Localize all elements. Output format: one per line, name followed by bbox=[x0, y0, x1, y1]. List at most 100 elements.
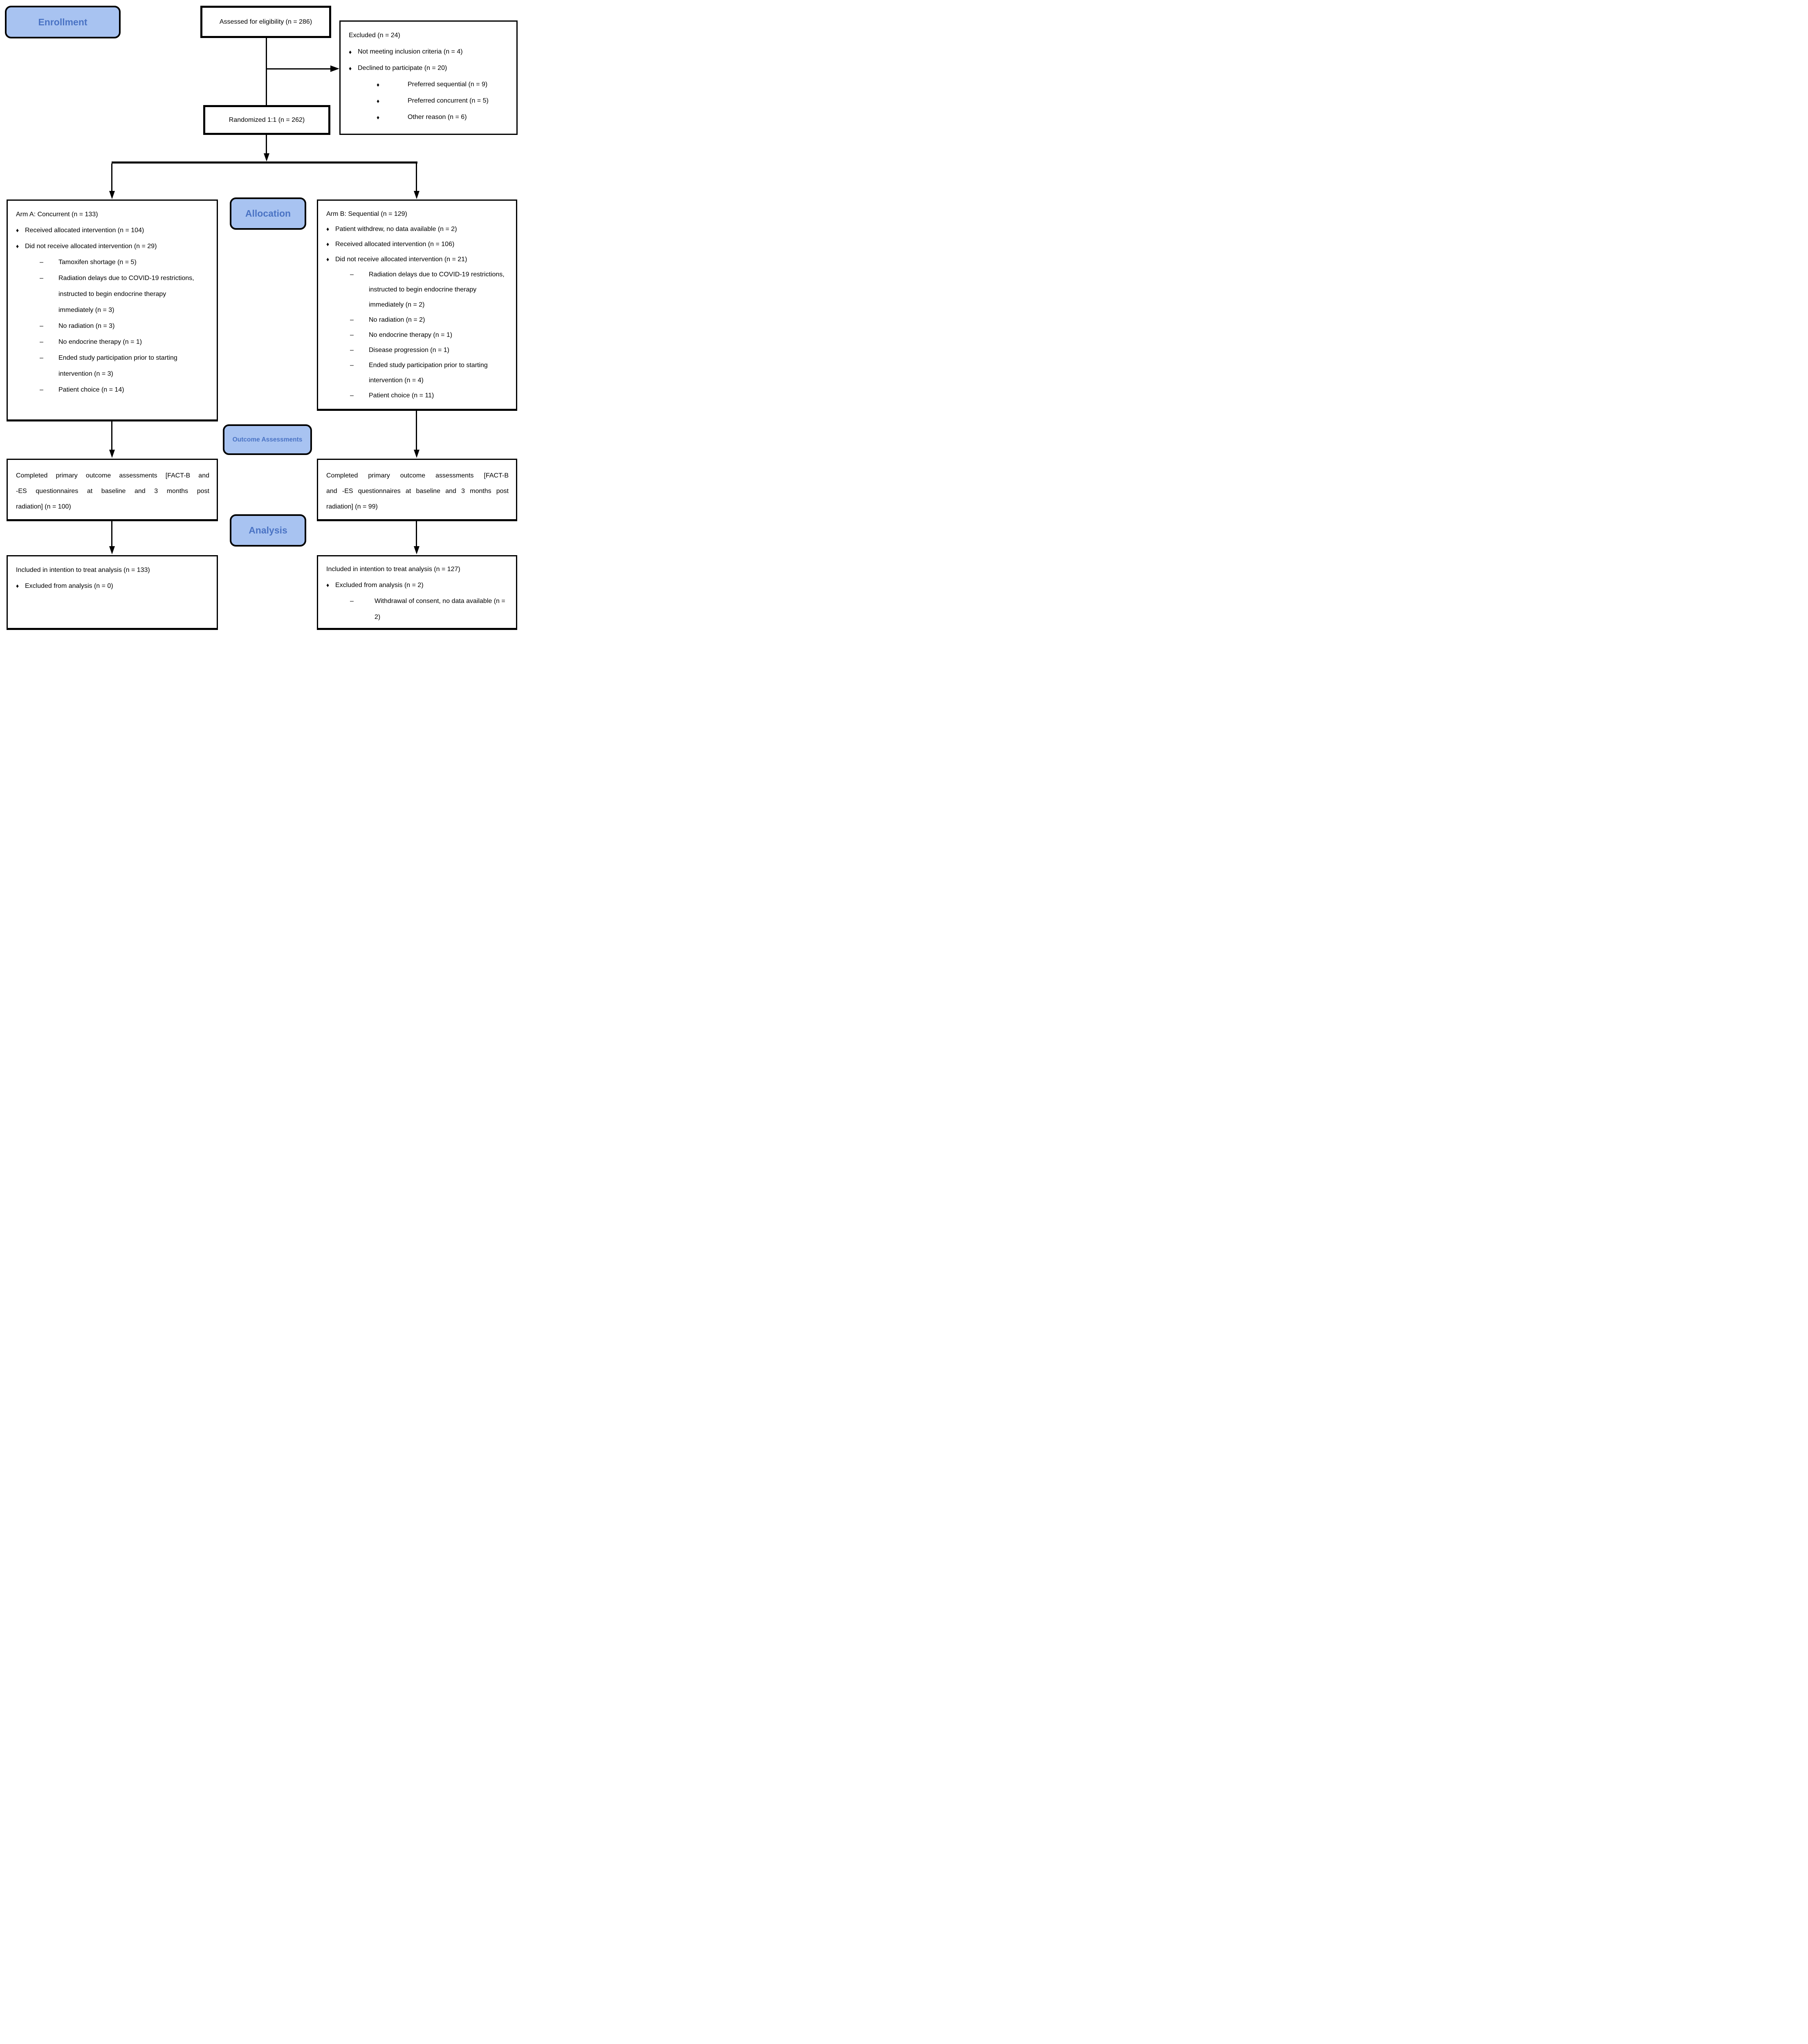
stage-outcome-assessments-label: Outcome Assessments bbox=[232, 436, 303, 443]
dash-bullet-icon: – bbox=[350, 362, 354, 369]
list-item-text: Withdrawal of consent, no data available… bbox=[375, 598, 505, 621]
analysis-box-arm-a: Included in intention to treat analysis … bbox=[7, 555, 218, 630]
list-item: – Patient choice (n = 11) bbox=[350, 388, 510, 403]
stage-outcome-assessments: Outcome Assessments bbox=[223, 424, 312, 455]
diamond-bullet-icon: ♦ bbox=[16, 227, 19, 233]
diamond-bullet-icon: ♦ bbox=[349, 65, 352, 72]
list-item: – No radiation (n = 2) bbox=[350, 312, 510, 327]
arrowhead-right-excluded-icon bbox=[330, 65, 339, 72]
diamond-bullet-icon: ♦ bbox=[377, 81, 380, 88]
arm-b-content: Arm B: Sequential (n = 129) ♦ Patient wi… bbox=[318, 201, 516, 403]
list-item-text: Received allocated intervention (n = 104… bbox=[25, 227, 144, 234]
diamond-bullet-icon: ♦ bbox=[377, 114, 380, 121]
list-item: – No endocrine therapy (n = 1) bbox=[350, 327, 510, 343]
list-item-text: Radiation delays due to COVID-19 restric… bbox=[58, 275, 194, 314]
line-split-to-arm-b bbox=[416, 164, 417, 191]
excluded-box: Excluded (n = 24) ♦ Not meeting inclusio… bbox=[339, 20, 518, 135]
assessed-text: Assessed for eligibility (n = 286) bbox=[219, 18, 312, 25]
analysis-a-title: Included in intention to treat analysis … bbox=[16, 567, 150, 574]
diamond-bullet-icon: ♦ bbox=[16, 243, 19, 249]
list-item-text: No endocrine therapy (n = 1) bbox=[58, 338, 142, 345]
outcome-a-line: -ES questionnaires at baseline and 3 mon… bbox=[16, 488, 209, 495]
dash-bullet-icon: – bbox=[350, 392, 354, 399]
analysis-b-content: Included in intention to treat analysis … bbox=[318, 556, 516, 625]
stage-allocation-label: Allocation bbox=[245, 208, 291, 219]
list-item-text: No radiation (n = 2) bbox=[369, 316, 425, 323]
list-item-text: Did not receive allocated intervention (… bbox=[25, 243, 157, 250]
list-item-text: No endocrine therapy (n = 1) bbox=[369, 332, 453, 338]
consort-flow-diagram: Enrollment Allocation Outcome Assessment… bbox=[0, 0, 518, 635]
list-item: ♦ Did not receive allocated intervention… bbox=[16, 238, 211, 254]
line-split-to-arm-a bbox=[111, 164, 112, 191]
arrowhead-down-analysis-a-icon bbox=[109, 546, 115, 554]
randomized-text: Randomized 1:1 (n = 262) bbox=[229, 116, 305, 123]
arm-b-box: Arm B: Sequential (n = 129) ♦ Patient wi… bbox=[317, 199, 517, 411]
dash-bullet-icon: – bbox=[40, 338, 43, 345]
list-item-text: Excluded from analysis (n = 0) bbox=[25, 583, 113, 589]
list-item: ♦ Excluded from analysis (n = 2) bbox=[326, 577, 510, 593]
list-item-text: Patient choice (n = 14) bbox=[58, 386, 124, 393]
list-item-text: Patient choice (n = 11) bbox=[369, 392, 434, 399]
list-item: ♦ Not meeting inclusion criteria (n = 4) bbox=[349, 44, 511, 60]
list-item-text: Declined to participate (n = 20) bbox=[358, 65, 447, 72]
dash-bullet-icon: – bbox=[40, 259, 43, 266]
list-item: – Withdrawal of consent, no data availab… bbox=[350, 593, 510, 625]
list-item-text: No radiation (n = 3) bbox=[58, 323, 115, 329]
dash-bullet-icon: – bbox=[350, 598, 354, 605]
list-item: – Patient choice (n = 14) bbox=[40, 382, 211, 398]
arm-a-content: Arm A: Concurrent (n = 133) ♦ Received a… bbox=[8, 201, 217, 398]
list-item: ♦ Preferred concurrent (n = 5) bbox=[377, 93, 511, 109]
list-item: – Tamoxifen shortage (n = 5) bbox=[40, 254, 211, 270]
line-to-excluded bbox=[266, 68, 332, 69]
list-item-text: Excluded from analysis (n = 2) bbox=[335, 582, 424, 589]
dash-bullet-icon: – bbox=[350, 332, 354, 338]
list-item-text: Received allocated intervention (n = 106… bbox=[335, 241, 455, 248]
line-randomized-to-split bbox=[266, 135, 267, 154]
list-item: – Ended study participation prior to sta… bbox=[350, 358, 510, 388]
list-item: – Ended study participation prior to sta… bbox=[40, 350, 211, 382]
list-item: – Radiation delays due to COVID-19 restr… bbox=[350, 267, 510, 312]
list-item-text: Ended study participation prior to start… bbox=[369, 362, 488, 384]
dash-bullet-icon: – bbox=[40, 354, 43, 361]
list-item: – No radiation (n = 3) bbox=[40, 318, 211, 334]
list-item-text: Other reason (n = 6) bbox=[408, 114, 467, 121]
diamond-bullet-icon: ♦ bbox=[377, 98, 380, 104]
line-arm-b-to-outcome bbox=[416, 411, 417, 450]
arrowhead-down-outcome-b-icon bbox=[414, 450, 419, 458]
outcome-box-arm-b: Completed primary outcome assessments [F… bbox=[317, 459, 517, 521]
dash-bullet-icon: – bbox=[40, 386, 43, 393]
analysis-b-title: Included in intention to treat analysis … bbox=[326, 566, 460, 573]
outcome-a-content: Completed primary outcome assessments [F… bbox=[8, 460, 217, 515]
arrowhead-down-arm-b-icon bbox=[414, 191, 419, 199]
list-item: ♦ Other reason (n = 6) bbox=[377, 109, 511, 126]
list-item-text: Preferred sequential (n = 9) bbox=[408, 81, 488, 88]
dash-bullet-icon: – bbox=[40, 323, 43, 329]
list-item: ♦ Excluded from analysis (n = 0) bbox=[16, 578, 211, 594]
dash-bullet-icon: – bbox=[350, 347, 354, 354]
list-item-text: Patient withdrew, no data available (n =… bbox=[335, 226, 457, 233]
analysis-a-content: Included in intention to treat analysis … bbox=[8, 556, 217, 594]
list-item: ♦ Preferred sequential (n = 9) bbox=[377, 76, 511, 93]
list-item-text: Did not receive allocated intervention (… bbox=[335, 256, 467, 263]
diamond-bullet-icon: ♦ bbox=[326, 241, 330, 247]
list-item: – No endocrine therapy (n = 1) bbox=[40, 334, 211, 350]
analysis-box-arm-b: Included in intention to treat analysis … bbox=[317, 555, 517, 630]
stage-analysis: Analysis bbox=[230, 514, 306, 547]
list-item: ♦ Patient withdrew, no data available (n… bbox=[326, 222, 510, 237]
list-item-text: Disease progression (n = 1) bbox=[369, 347, 449, 354]
outcome-a-line: Completed primary outcome assessments [F… bbox=[16, 472, 209, 479]
stage-enrollment-label: Enrollment bbox=[38, 16, 87, 27]
arm-b-title: Arm B: Sequential (n = 129) bbox=[326, 211, 407, 217]
list-item-text: Not meeting inclusion criteria (n = 4) bbox=[358, 48, 463, 55]
excluded-title: Excluded (n = 24) bbox=[349, 32, 400, 39]
arrowhead-down-split-icon bbox=[264, 153, 269, 161]
diamond-bullet-icon: ♦ bbox=[326, 256, 330, 262]
list-item-text: Ended study participation prior to start… bbox=[58, 354, 177, 377]
stage-analysis-label: Analysis bbox=[249, 525, 287, 536]
line-outcome-b-to-analysis bbox=[416, 521, 417, 547]
dash-bullet-icon: – bbox=[40, 275, 43, 282]
arrowhead-down-outcome-a-icon bbox=[109, 450, 115, 458]
split-line bbox=[112, 161, 417, 164]
arrowhead-down-arm-a-icon bbox=[109, 191, 115, 199]
arm-a-title: Arm A: Concurrent (n = 133) bbox=[16, 211, 98, 218]
